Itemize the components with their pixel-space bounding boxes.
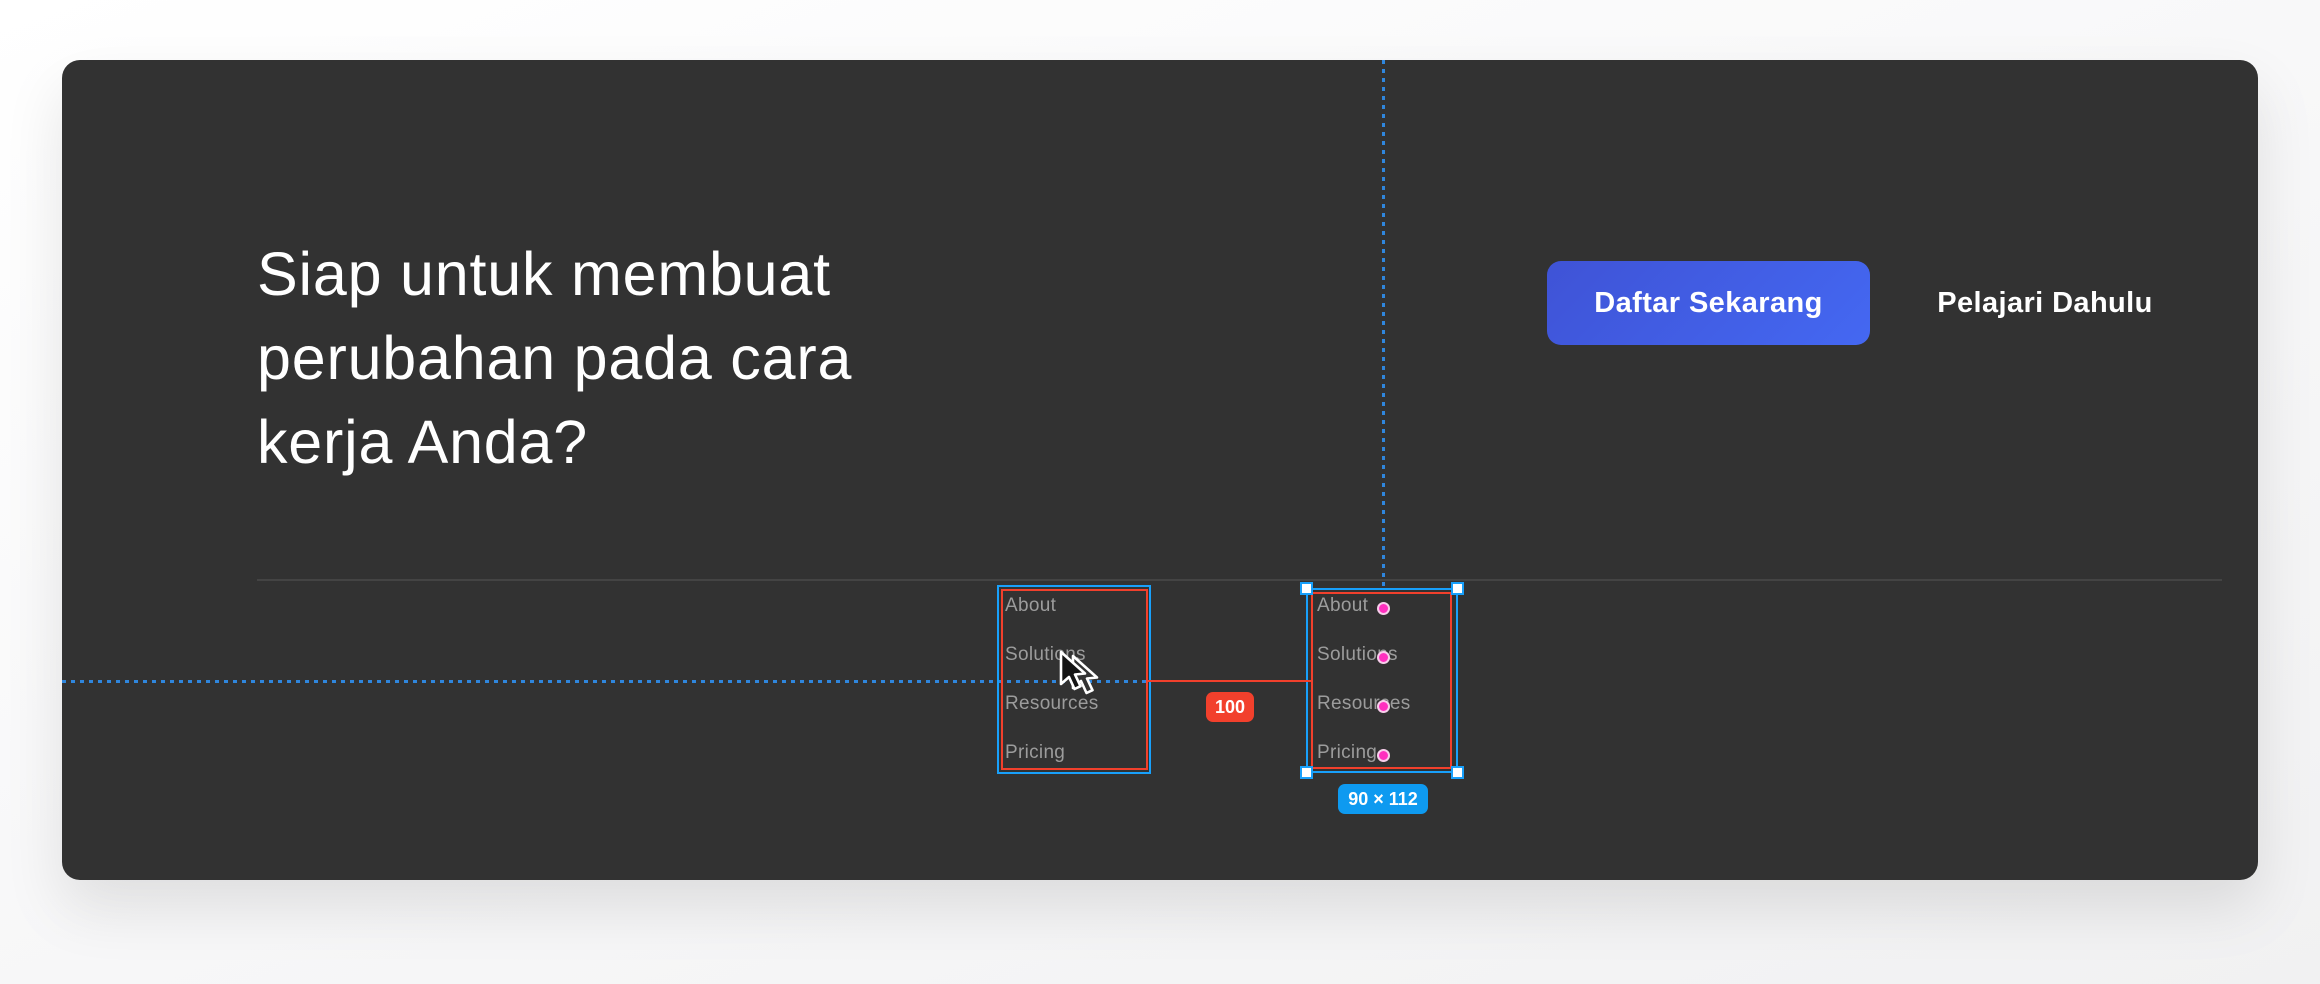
selection-handle-top-left[interactable] bbox=[1300, 582, 1313, 595]
footer-link-about[interactable]: About bbox=[1005, 595, 1057, 616]
distance-badge: 100 bbox=[1206, 692, 1254, 722]
guide-snap-dot bbox=[1377, 749, 1390, 762]
footer-link-pricing[interactable]: Pricing bbox=[1317, 742, 1378, 763]
section-headline: Siap untuk membuat perubahan pada cara k… bbox=[257, 232, 852, 484]
measure-outline-right-frame bbox=[1311, 592, 1452, 769]
guide-snap-dot bbox=[1377, 651, 1390, 664]
hover-outline-left-frame bbox=[997, 585, 1151, 774]
headline-line-3: kerja Anda? bbox=[257, 408, 588, 476]
size-badge: 90 × 112 bbox=[1338, 784, 1428, 814]
headline-line-1: Siap untuk membuat bbox=[257, 240, 831, 308]
alignment-guide-horizontal bbox=[62, 680, 1148, 683]
selection-handle-bottom-right[interactable] bbox=[1451, 766, 1464, 779]
guide-snap-dot bbox=[1377, 700, 1390, 713]
footer-link-resources[interactable]: Resources bbox=[1005, 693, 1099, 714]
daftar-sekarang-button[interactable]: Daftar Sekarang bbox=[1547, 261, 1870, 345]
distance-measure-line bbox=[1148, 680, 1311, 682]
pelajari-dahulu-link[interactable]: Pelajari Dahulu bbox=[1905, 272, 2185, 334]
footer-link-about[interactable]: About bbox=[1317, 595, 1369, 616]
footer-link-pricing[interactable]: Pricing bbox=[1005, 742, 1066, 763]
alignment-guide-vertical bbox=[1382, 60, 1385, 588]
footer-divider bbox=[257, 579, 2222, 581]
headline-line-2: perubahan pada cara bbox=[257, 324, 853, 392]
selection-handle-bottom-left[interactable] bbox=[1300, 766, 1313, 779]
cta-section-card: Siap untuk membuat perubahan pada cara k… bbox=[62, 60, 2258, 880]
selection-handle-top-right[interactable] bbox=[1451, 582, 1464, 595]
measure-outline-left-frame bbox=[1001, 589, 1148, 770]
guide-snap-dot bbox=[1377, 602, 1390, 615]
